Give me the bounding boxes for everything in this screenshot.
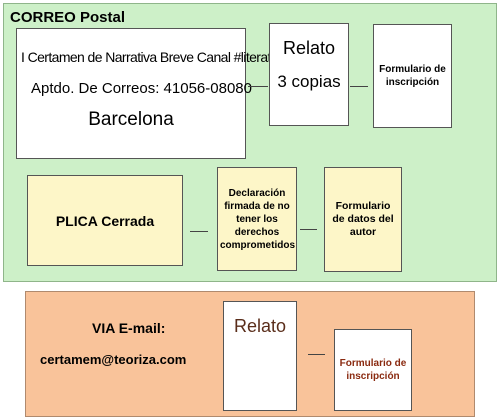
- relato-title: Relato: [282, 38, 336, 58]
- address-box: I Certamen de Narrativa Breve Canal #lit…: [16, 28, 290, 159]
- connector-line: [248, 86, 268, 87]
- email-relato-title: Relato: [233, 316, 287, 336]
- declaracion-label: Declaración firmada de no tener los dere…: [220, 187, 296, 251]
- connector-line: [350, 86, 368, 87]
- address-line-2: Aptdo. De Correos: 41056-08080: [31, 80, 252, 97]
- relato-copies: 3 copias: [277, 72, 341, 91]
- formulario-inscripcion-box: Formulario de inscripción: [373, 24, 452, 128]
- connector-line: [300, 229, 317, 230]
- postal-title: CORREO Postal: [10, 9, 126, 26]
- email-formulario-label: Formulario de inscripción: [339, 358, 407, 382]
- formulario-inscripcion-label: Formulario de inscripción: [379, 64, 446, 88]
- address-line-1: I Certamen de Narrativa Breve Canal #lit…: [21, 49, 290, 65]
- plica-label: PLICA Cerrada: [55, 212, 155, 229]
- formulario-datos-label: Formulario de datos del autor: [332, 200, 394, 238]
- email-panel: VIA E-mail: certamem@teoriza.com Relato …: [25, 291, 475, 417]
- email-relato-box: Relato: [223, 301, 297, 411]
- email-formulario-box: Formulario de inscripción: [334, 329, 412, 411]
- formulario-datos-box: Formulario de datos del autor: [324, 167, 402, 272]
- postal-panel: CORREO Postal I Certamen de Narrativa Br…: [3, 3, 497, 282]
- connector-line: [190, 231, 208, 232]
- connector-line: [308, 354, 325, 355]
- declaracion-box: Declaración firmada de no tener los dere…: [217, 167, 297, 271]
- relato-box: Relato 3 copias: [269, 23, 349, 126]
- email-title: VIA E-mail:: [92, 320, 166, 336]
- address-city: Barcelona: [88, 109, 174, 130]
- email-address: certamem@teoriza.com: [40, 352, 187, 367]
- plica-box: PLICA Cerrada: [27, 175, 183, 266]
